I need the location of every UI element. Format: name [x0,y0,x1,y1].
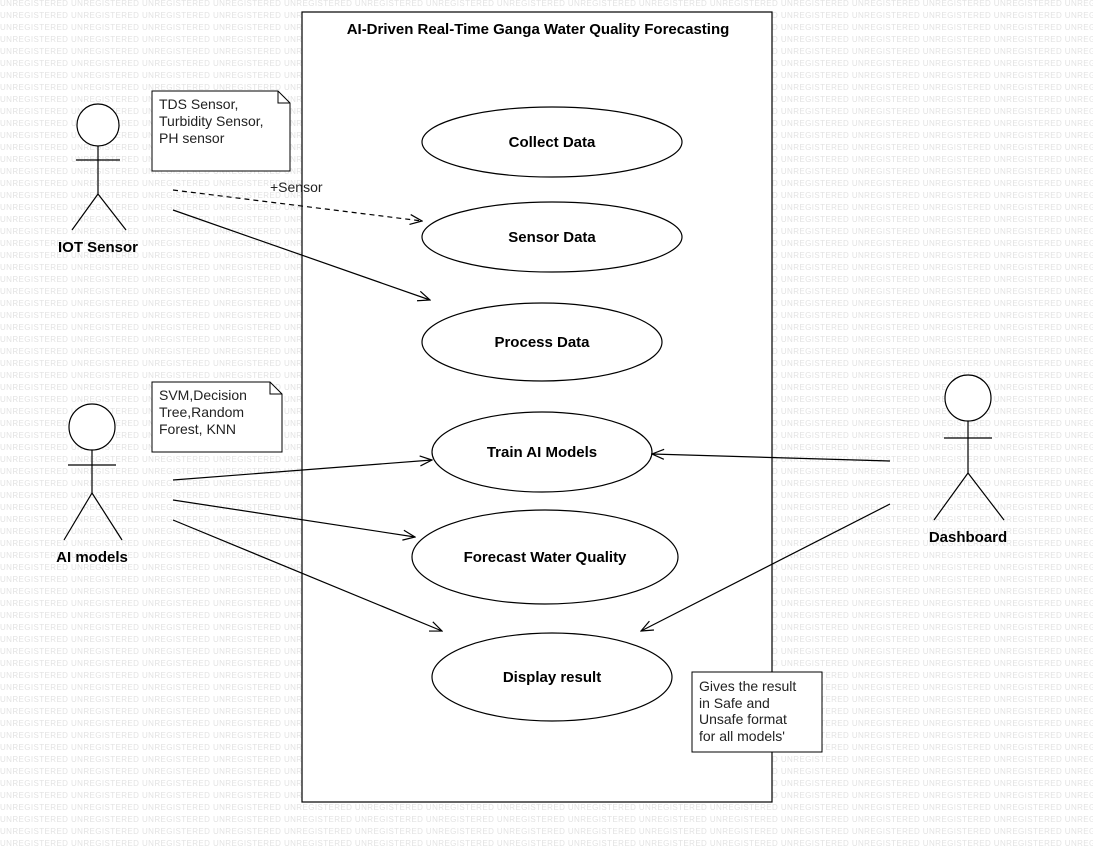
actor-dashboard-head [944,374,992,422]
association-dashboard-to-display-result [641,503,891,631]
association-ai-to-forecast [172,499,415,537]
note-sensor-line-1: TDS Sensor, [159,96,238,112]
note-sensor-line-2: Turbidity Sensor, [159,113,264,129]
use-case-collect-data-label: Collect Data [509,134,596,151]
note-model-line-1: SVM,Decision [159,387,247,403]
note-model-line-3: Forest, KNN [159,421,236,437]
association-dashboard-to-train-models [652,454,891,462]
note-model-types: SVM,Decision Tree,Random Forest, KNN [151,381,283,453]
use-case-train-ai-models[interactable]: Train AI Models [431,411,653,493]
use-case-display-result[interactable]: Display result [431,632,673,722]
note-result-format: Gives the result in Safe and Unsafe form… [691,671,823,753]
association-iot-to-sensor-data [172,189,422,221]
actor-dashboard-label: Dashboard [929,529,1007,546]
actor-iot-sensor-label: IOT Sensor [58,239,138,256]
actor-dashboard[interactable] [933,374,1005,521]
note-result-line-2: in Safe and [699,695,770,711]
note-result-line-3: Unsafe format [699,711,787,727]
actor-iot-sensor-head [76,103,120,147]
use-case-forecast-water-quality[interactable]: Forecast Water Quality [411,509,679,605]
note-sensor-line-3: PH sensor [159,130,225,146]
note-sensor-types: TDS Sensor, Turbidity Sensor, PH sensor [151,90,291,172]
actor-iot-sensor[interactable] [71,103,127,231]
use-case-train-ai-models-label: Train AI Models [487,444,597,461]
use-case-sensor-data[interactable]: Sensor Data [421,201,683,273]
use-case-process-data[interactable]: Process Data [421,302,663,382]
system-title: AI-Driven Real-Time Ganga Water Quality … [347,21,730,38]
association-sensor-label: +Sensor [270,179,323,195]
association-iot-to-process-data [172,209,430,300]
actor-ai-models-head [68,403,116,451]
use-case-process-data-label: Process Data [494,334,590,351]
note-model-line-2: Tree,Random [159,404,244,420]
note-result-line-4: for all models' [699,728,785,744]
use-case-collect-data[interactable]: Collect Data [421,106,683,178]
use-case-display-result-label: Display result [503,669,601,686]
actor-ai-models[interactable] [63,403,123,541]
use-case-sensor-data-label: Sensor Data [508,229,596,246]
actor-ai-models-label: AI models [56,549,128,566]
note-result-line-1: Gives the result [699,678,796,694]
association-ai-to-train-models [172,460,432,481]
use-case-forecast-water-quality-label: Forecast Water Quality [464,549,627,566]
association-ai-to-display-result [172,519,442,631]
